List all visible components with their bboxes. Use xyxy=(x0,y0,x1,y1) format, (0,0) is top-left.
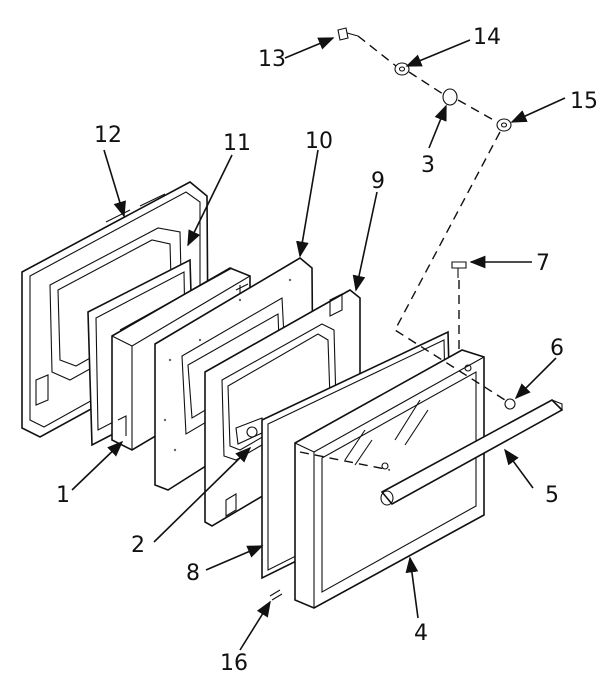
callout-5: 5 xyxy=(545,483,559,508)
callout-10: 10 xyxy=(305,129,333,154)
callout-14: 14 xyxy=(473,25,501,50)
part-6-screw xyxy=(504,398,516,410)
callout-7: 7 xyxy=(536,251,550,276)
part-14-washer xyxy=(394,62,410,76)
part-3-nut xyxy=(442,88,458,106)
callout-16: 16 xyxy=(220,651,248,676)
callout-8: 8 xyxy=(186,561,200,586)
part-15-grommet xyxy=(496,118,512,132)
part-13-screw xyxy=(337,27,359,41)
callout-11: 11 xyxy=(223,131,251,156)
callout-1: 1 xyxy=(56,483,70,508)
callout-4: 4 xyxy=(414,621,428,646)
callout-12: 12 xyxy=(94,123,122,148)
callout-9: 9 xyxy=(371,169,385,194)
part-5-handle xyxy=(380,399,564,506)
callout-3: 3 xyxy=(421,153,435,178)
callout-2: 2 xyxy=(131,533,145,558)
callout-6: 6 xyxy=(550,336,564,361)
part-16-clip xyxy=(269,589,283,601)
callout-15: 15 xyxy=(570,89,598,114)
leader-arrows xyxy=(71,37,566,651)
part-4-outer-door-frame xyxy=(294,349,485,609)
assembly-dash-lines xyxy=(299,35,506,471)
callout-13: 13 xyxy=(258,47,286,72)
part-7-screw xyxy=(451,261,467,278)
